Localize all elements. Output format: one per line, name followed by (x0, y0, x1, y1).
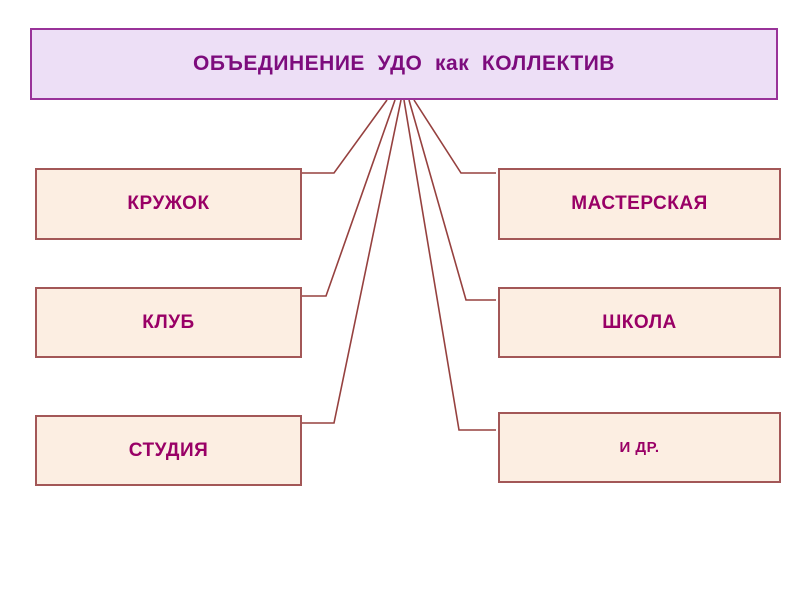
connector-title-to-studiya (301, 99, 402, 424)
node-kruzhok: КРУЖОК (35, 168, 302, 240)
node-kruzhok-label: КРУЖОК (127, 193, 210, 214)
node-studiya-label: СТУДИЯ (128, 439, 209, 461)
node-shkola-label: ШКОЛА (602, 311, 677, 333)
node-shkola: ШКОЛА (498, 287, 781, 358)
connector-title-to-shkola (408, 99, 496, 301)
node-i-dr: И ДР. (498, 412, 781, 483)
node-masterskaya-label: МАСТЕРСКАЯ (571, 193, 708, 214)
title-box: ОБЪЕДИНЕНИЕ УДО как КОЛЛЕКТИВ (30, 28, 778, 100)
connector-title-to-kruzhok (301, 99, 388, 174)
title-text: ОБЪЕДИНЕНИЕ УДО как КОЛЛЕКТИВ (193, 52, 615, 75)
node-studiya: СТУДИЯ (35, 415, 302, 486)
node-masterskaya: МАСТЕРСКАЯ (498, 168, 781, 240)
node-i-dr-label: И ДР. (619, 439, 660, 456)
connector-title-to-idr (403, 99, 496, 431)
node-klub-label: КЛУБ (142, 311, 195, 333)
connector-title-to-klub (301, 99, 396, 297)
node-klub: КЛУБ (35, 287, 302, 358)
connector-title-to-masterskaya (413, 99, 496, 174)
